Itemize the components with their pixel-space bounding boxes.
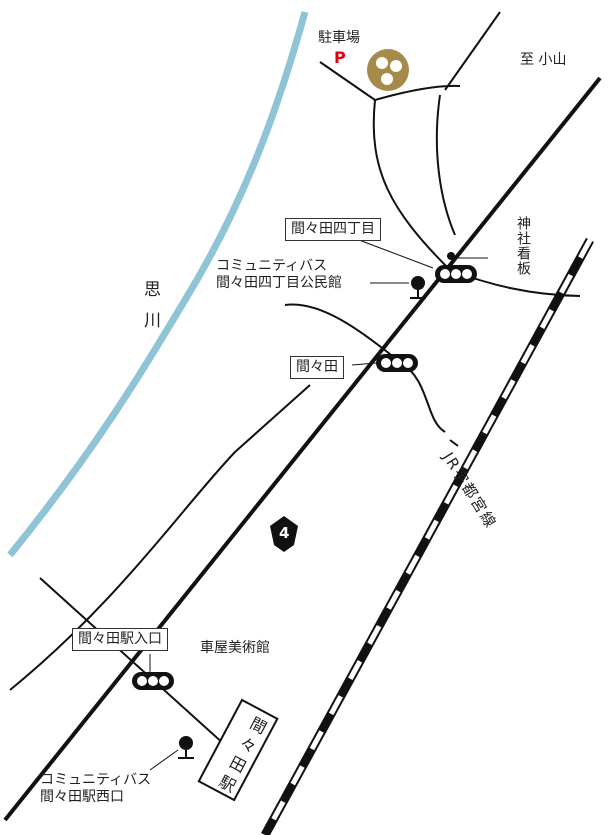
kurumaya-museum-label: 車屋美術館 <box>200 640 270 656</box>
traffic-signal-icon <box>376 354 418 372</box>
jr-railway <box>261 237 594 835</box>
route-4-road <box>3 76 602 822</box>
route-number: 4 <box>279 524 290 542</box>
traffic-signal-icon <box>132 672 174 690</box>
road-to-oyama <box>444 11 501 91</box>
bus-stop-4chome-label: コミュニティバス 間々田四丁目公民館 <box>216 258 342 291</box>
to-oyama-label: 至 小山 <box>520 52 567 68</box>
river <box>7 11 309 558</box>
parking-label: 駐車場 <box>318 30 360 46</box>
diagonal-road <box>9 384 311 691</box>
station-approach-road <box>39 577 226 746</box>
bus-stop-icon <box>410 276 426 299</box>
shrine-sign-label: 神社看板 <box>515 216 531 276</box>
shrine-crest-icon <box>367 49 409 91</box>
river-label: 思川 <box>140 280 160 342</box>
shrine-road-top <box>319 61 461 102</box>
bus-stop-west-label: コミュニティバス 間々田駅西口 <box>40 772 152 805</box>
station-building <box>197 698 279 802</box>
intersection-mamada-station-entrance: 間々田駅入口 <box>72 628 168 651</box>
parking-icon: P <box>334 48 346 67</box>
shrine-sign-marker <box>447 252 455 260</box>
route-shield-icon <box>270 516 298 552</box>
road-shrine-south <box>372 99 451 271</box>
bus-stop-icon <box>178 736 194 759</box>
intersection-mamada: 間々田 <box>290 356 344 379</box>
road-north-inner <box>435 94 456 236</box>
intersection-mamada-4chome: 間々田四丁目 <box>285 218 381 241</box>
traffic-signal-icon <box>435 265 477 283</box>
